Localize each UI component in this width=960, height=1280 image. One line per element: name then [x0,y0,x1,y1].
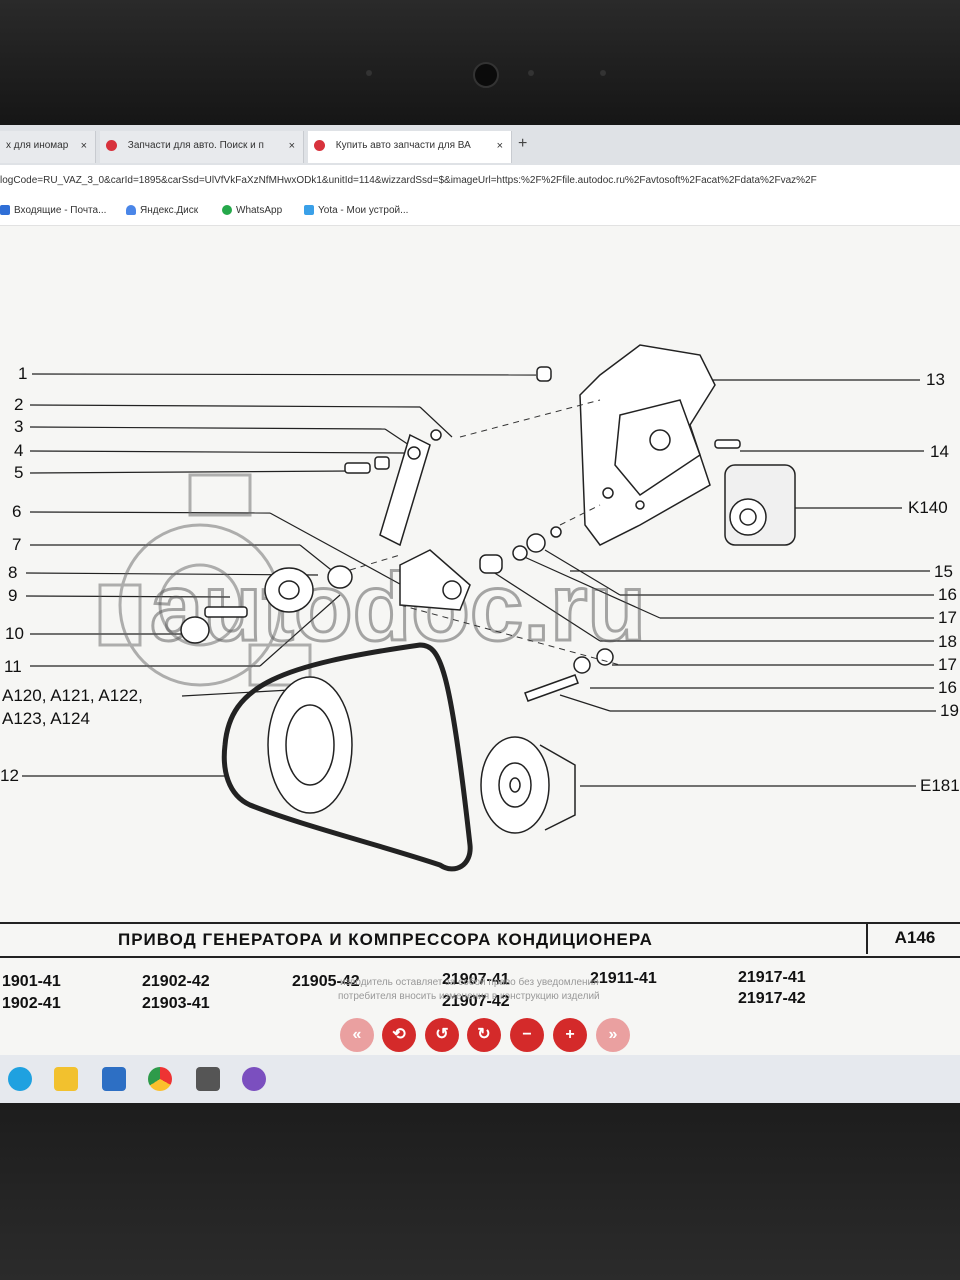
mail-icon[interactable] [102,1067,126,1091]
first-page-button[interactable]: « [340,1018,374,1052]
diagram-title-bar: ПРИВОД ГЕНЕРАТОРА И КОМПРЕССОРА КОНДИЦИО… [0,922,960,958]
rotate-left-button[interactable]: ↺ [425,1018,459,1052]
browser-tab-active[interactable]: Купить авто запчасти для ВА × [308,131,512,163]
model-number: 21903-41 [142,995,210,1012]
callout-label: 3 [14,417,23,436]
callout-label: 11 [4,657,22,676]
new-tab-button[interactable]: + [518,135,528,152]
callout-labels-left: 1 2 3 4 5 6 7 8 9 10 11 A120, A121, A122… [0,364,143,785]
notice-text: потребителя вносить изменения в конструк… [338,991,600,1002]
callout-label: 9 [8,586,17,605]
file-explorer-icon[interactable] [54,1067,78,1091]
model-number: 21905-42 [292,973,360,990]
callout-label: 8 [8,563,17,582]
callout-label: 5 [14,463,23,482]
callout-label: 4 [14,441,23,460]
parts-diagram: 1 2 3 4 5 6 7 8 9 10 11 A120, A121, A122… [0,344,960,872]
callout-label: 14 [930,442,949,461]
yota-icon [304,205,314,216]
edge-icon[interactable] [8,1067,32,1091]
callout-label: 17 [938,655,957,674]
model-number: 21907-42 [442,993,510,1010]
close-icon[interactable]: × [496,140,503,152]
autodoc-favicon-icon [314,139,325,151]
laptop-bezel-bottom [0,1103,960,1280]
model-number: 21907-41 [442,971,510,988]
bookmark-label: Яндекс.Диск [140,205,199,216]
callout-labels-right: 13 14 K140 15 16 17 18 17 16 19 E181 [908,370,960,795]
bookmark-label: WhatsApp [236,205,283,216]
callout-label: 15 [934,562,953,581]
callout-label: 17 [938,608,957,627]
model-number: 21911-41 [590,970,657,987]
callout-label: 13 [926,370,945,389]
sensor-dot [600,70,606,76]
close-icon[interactable]: × [80,140,87,152]
callout-label: 16 [938,678,957,697]
model-number: 1901-41 [2,973,61,990]
model-number: 21902-42 [142,973,210,990]
bookmark-mail[interactable]: Входящие - Почта... [0,197,106,225]
callout-label: 16 [938,585,957,604]
parts-drawing [180,344,796,872]
diagram-title: ПРИВОД ГЕНЕРАТОРА И КОМПРЕССОРА КОНДИЦИО… [118,930,653,949]
bookmark-yandex-disk[interactable]: Яндекс.Диск [126,197,198,225]
bookmark-whatsapp[interactable]: WhatsApp [222,197,282,225]
chrome-icon[interactable] [148,1067,172,1091]
notice-text: изводитель оставляет за собой право без … [340,977,599,988]
callout-label: 7 [12,535,21,554]
model-number: 1902-41 [2,995,61,1012]
calculator-icon[interactable] [196,1067,220,1091]
callout-label: 2 [14,395,23,414]
callout-label: 10 [5,624,24,643]
last-page-button[interactable]: » [596,1018,630,1052]
callout-label: A120, A121, A122, [2,686,143,705]
dashed-guides [349,399,621,666]
reset-view-button[interactable]: ⟲ [382,1018,416,1052]
close-icon[interactable]: × [288,140,295,152]
diagram-code: A146 [866,924,960,954]
browser-tab-bar: х для иномар × Запчасти для авто. Поиск … [0,125,960,165]
callout-label: 12 [0,766,19,785]
browser-tab[interactable]: х для иномар × [0,131,96,163]
viber-icon[interactable] [242,1067,266,1091]
tab-label: Купить авто запчасти для ВА [335,140,471,151]
zoom-out-button[interactable]: − [510,1018,544,1052]
bookmark-label: Yota - Мои устрой... [318,205,409,216]
whatsapp-icon [222,205,232,216]
windows-taskbar [0,1055,960,1103]
bookmark-label: Входящие - Почта... [14,205,107,216]
bookmark-yota[interactable]: Yota - Мои устрой... [304,197,408,225]
sensor-dot [366,70,372,76]
leader-lines [22,373,936,787]
browser-tab[interactable]: Запчасти для авто. Поиск и п × [100,131,304,163]
callout-label: 19 [940,701,959,720]
callout-label: 18 [938,632,957,651]
sensor-dot [528,70,534,76]
cloud-icon [126,205,136,216]
callout-label: 1 [18,364,27,383]
zoom-in-button[interactable]: + [553,1018,587,1052]
callout-label: 6 [12,502,21,521]
callout-label: K140 [908,498,948,517]
bookmarks-bar: Входящие - Почта... Яндекс.Диск WhatsApp… [0,197,960,226]
mail-icon [0,205,10,216]
callout-label: A123, A124 [2,709,90,728]
model-number: 21917-42 [738,990,806,1007]
tab-label: Запчасти для авто. Поиск и п [127,140,264,151]
callout-label: E181 [920,776,960,795]
model-number: 21917-41 [738,969,806,986]
tab-label: х для иномар [6,140,69,151]
autodoc-favicon-icon [106,139,117,151]
rotate-right-button[interactable]: ↻ [467,1018,501,1052]
screen: х для иномар × Запчасти для авто. Поиск … [0,125,960,1105]
address-bar[interactable]: logCode=RU_VAZ_3_0&carId=1895&carSsd=UlV… [0,165,960,198]
webcam [473,62,499,88]
